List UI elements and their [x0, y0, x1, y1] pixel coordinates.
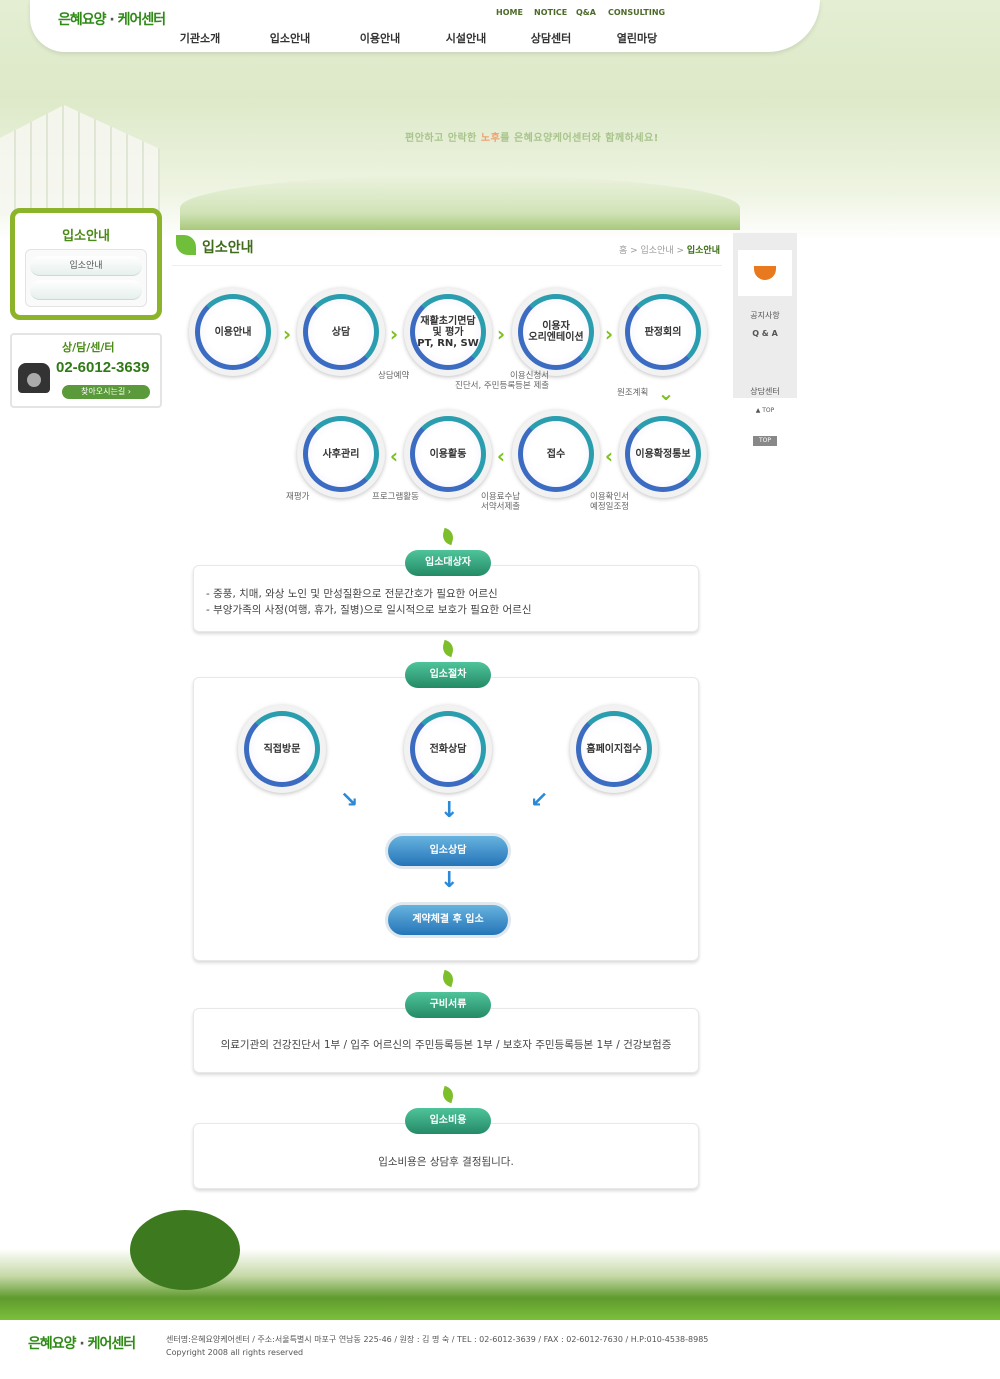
side-menu-item-admission[interactable]: 입소안내: [30, 256, 142, 276]
step-consult: 입소상담: [385, 833, 511, 869]
leaf-icon: [440, 969, 456, 988]
nav-about[interactable]: 기관소개: [179, 32, 221, 45]
breadcrumb: 홈 > 입소안내 > 입소안내: [618, 246, 720, 256]
chevron-right-icon: ›: [496, 322, 506, 346]
cost-title: 입소비용: [405, 1108, 491, 1134]
flow-step-label: 상담: [303, 294, 379, 370]
top-bar: [30, 0, 820, 52]
target-title: 입소대상자: [405, 550, 491, 576]
documents-text: 의료기관의 건강진단서 1부 / 입주 어르신의 주민등록등본 1부 / 보호자…: [220, 1039, 672, 1051]
arrow-down-right-icon: ↘: [340, 788, 359, 813]
flow-step-label: 사후관리: [303, 416, 379, 492]
call-center-box: 상/담/센/터 02-6012-3639 찾아오시는길 ›: [10, 333, 162, 408]
directions-button[interactable]: 찾아오시는길 ›: [62, 385, 150, 399]
side-menu: 입소안내 입소안내: [10, 208, 162, 320]
leaf-icon: [440, 1085, 456, 1104]
quick-menu: 공지사항 Q & A 상담센터: [733, 233, 797, 398]
flow-step-label: 판정회의: [625, 294, 701, 370]
method-web: 홈페이지접수: [570, 705, 658, 793]
target-text: - 중풍, 치매, 와상 노인 및 만성질환으로 전문간호가 필요한 어르신- …: [206, 588, 532, 616]
flow-step: 사후관리: [297, 410, 385, 498]
flow-step-label: 이용자 오리엔테이션: [518, 294, 594, 370]
tree-illustration: [130, 1210, 240, 1290]
quick-qna[interactable]: Q & A: [752, 329, 778, 338]
side-menu-item-empty[interactable]: [30, 280, 142, 300]
flow-step: 상담: [297, 288, 385, 376]
flow-note: 원조계획: [617, 388, 649, 398]
documents-box: 의료기관의 건강진단서 1부 / 입주 어르신의 주민등록등본 1부 / 보호자…: [193, 1008, 699, 1073]
phone-icon: [18, 363, 50, 393]
flow-step: 이용안내: [189, 288, 277, 376]
breadcrumb-current: 입소안내: [686, 246, 720, 256]
flow-note: 프로그램활동: [372, 492, 419, 502]
arrow-down-icon: ↓: [440, 868, 459, 893]
flow-step-label: 재활초기면담 및 평가 PT, RN, SW: [410, 294, 486, 370]
page-header: 입소안내 홈 > 입소안내 > 입소안내: [172, 232, 722, 266]
leaf-icon: [176, 235, 196, 255]
flow-step: 재활초기면담 및 평가 PT, RN, SW: [404, 288, 492, 376]
step-contract: 계약체결 후 입소: [385, 902, 511, 938]
procedure-title: 입소절차: [405, 662, 491, 688]
quick-notice[interactable]: 공지사항: [750, 311, 780, 320]
target-box: - 중풍, 치매, 와상 노인 및 만성질환으로 전문간호가 필요한 어르신- …: [193, 565, 699, 632]
documents-title: 구비서류: [405, 992, 491, 1018]
slogan: 편안하고 안락한 노후를 은혜요양케어센터와 함께하세요!: [405, 133, 659, 144]
chevron-left-icon: ‹: [389, 444, 399, 468]
flow-step-label: 이용활동: [410, 416, 486, 492]
chevron-down-icon: ⌄: [657, 381, 675, 405]
flow-step-label: 접수: [518, 416, 594, 492]
leaf-icon: [440, 639, 456, 658]
nav-facility[interactable]: 시설안내: [445, 32, 487, 45]
flow-step: 판정회의: [619, 288, 707, 376]
breadcrumb-home[interactable]: 홈: [618, 246, 628, 256]
nav-consult[interactable]: 상담센터: [530, 32, 572, 45]
site-logo[interactable]: 은혜요양 · 케어센터: [58, 12, 166, 28]
flow-step-label: 이용안내: [195, 294, 271, 370]
util-qna[interactable]: Q&A: [576, 8, 596, 17]
method-visit: 직접방문: [238, 705, 326, 793]
flow-note: 이용확인서 예정일조정: [590, 492, 630, 512]
nav-open[interactable]: 열린마당: [616, 32, 658, 45]
flow-note: 이용료수납 서약서제출: [481, 492, 521, 512]
flow-step: 이용자 오리엔테이션: [512, 288, 600, 376]
side-menu-title: 입소안내: [62, 229, 110, 244]
nav-admission[interactable]: 입소안내: [269, 32, 311, 45]
chevron-left-icon: ‹: [496, 444, 506, 468]
util-notice[interactable]: NOTICE: [534, 8, 568, 17]
cost-text: 입소비용은 상담후 결정됩니다.: [378, 1156, 514, 1168]
chevron-right-icon: ›: [282, 322, 292, 346]
chevron-right-icon: ›: [389, 322, 399, 346]
notice-image-icon[interactable]: [738, 250, 792, 296]
leaf-icon: [440, 527, 456, 546]
util-consulting[interactable]: CONSULTING: [608, 8, 666, 17]
flow-step: 접수: [512, 410, 600, 498]
breadcrumb-parent[interactable]: 입소안내: [640, 246, 674, 256]
call-title: 상/담/센/터: [62, 341, 115, 354]
landscape-illustration: [180, 175, 740, 230]
page-title: 입소안내: [202, 240, 254, 256]
flow-note: 재평가: [286, 492, 310, 502]
footer-logo: 은혜요양 · 케어센터: [28, 1336, 136, 1352]
nav-usage[interactable]: 이용안내: [359, 32, 401, 45]
call-phone: 02-6012-3639: [56, 359, 150, 376]
quick-consult[interactable]: 상담센터: [750, 387, 780, 396]
top-link-small[interactable]: ▲ TOP: [755, 407, 775, 414]
method-phone: 전화상담: [404, 705, 492, 793]
arrow-down-icon: ↓: [440, 798, 459, 823]
side-menu-list: 입소안내: [25, 249, 147, 307]
chevron-left-icon: ‹: [604, 444, 614, 468]
chevron-right-icon: ›: [604, 322, 614, 346]
flow-step-label: 이용확정통보: [625, 416, 701, 492]
top-button[interactable]: TOP: [753, 436, 777, 446]
flow-note: 이용신청서 진단서, 주민등록등본 제출: [455, 371, 550, 391]
arrow-down-left-icon: ↙: [530, 788, 549, 813]
flow-note: 상담예약: [378, 371, 410, 381]
flow-step: 이용확정통보: [619, 410, 707, 498]
footer-info: 센터명:은혜요양케어센터 / 주소:서울특별시 마포구 연남동 225-46 /…: [166, 1335, 709, 1357]
flow-step: 이용활동: [404, 410, 492, 498]
util-home[interactable]: HOME: [496, 8, 523, 17]
